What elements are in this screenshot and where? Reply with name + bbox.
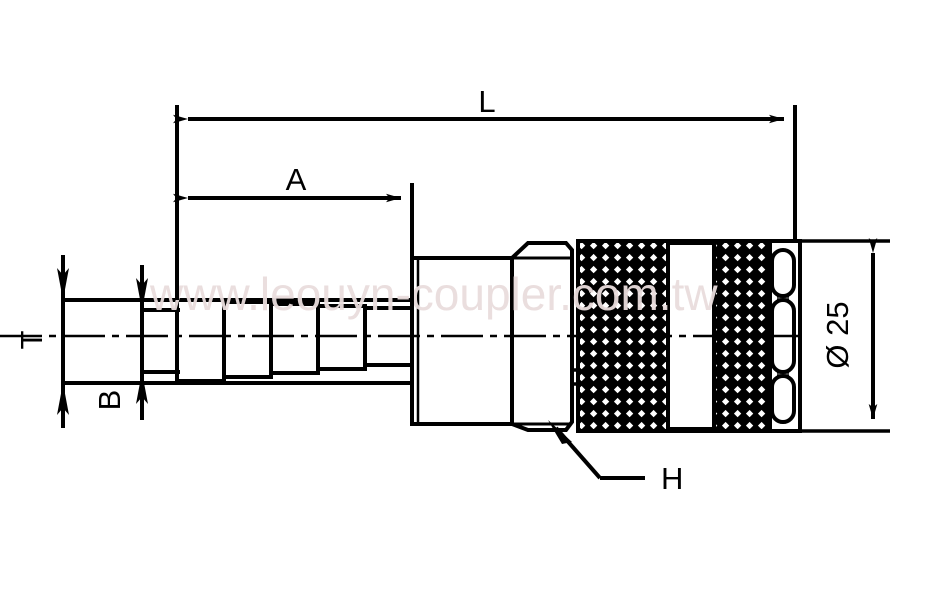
dim-d25-label: Ø 25: [820, 301, 855, 368]
dim-B-label: B: [92, 390, 127, 411]
dim-B-arrow-top: [136, 278, 148, 310]
watermark: www.leouyn-coupler.com.tw: [149, 268, 718, 320]
leader-H-arrowhead: [548, 420, 572, 444]
dim-B-arrow-bottom: [136, 372, 148, 404]
dimension-B: B: [92, 265, 148, 420]
hex-nut: [510, 241, 574, 432]
leader-H-label: H: [661, 461, 683, 496]
valve-stem-lines: [777, 294, 789, 378]
dim-L-label: L: [478, 84, 495, 119]
leader-H: H: [548, 420, 683, 496]
barb-envelope: [177, 298, 412, 385]
tube-stub: [63, 298, 180, 385]
dim-A-label: A: [286, 162, 307, 197]
dim-T-arrow-bottom: [57, 383, 69, 415]
dimension-T: T: [14, 255, 69, 428]
dimension-diameter-25: Ø 25: [795, 238, 890, 433]
dim-T-arrow-top: [57, 268, 69, 300]
dimension-L: L: [173, 84, 797, 300]
dimension-A: A: [173, 162, 414, 310]
dim-T-label: T: [14, 330, 49, 349]
smooth-band: [666, 241, 716, 431]
